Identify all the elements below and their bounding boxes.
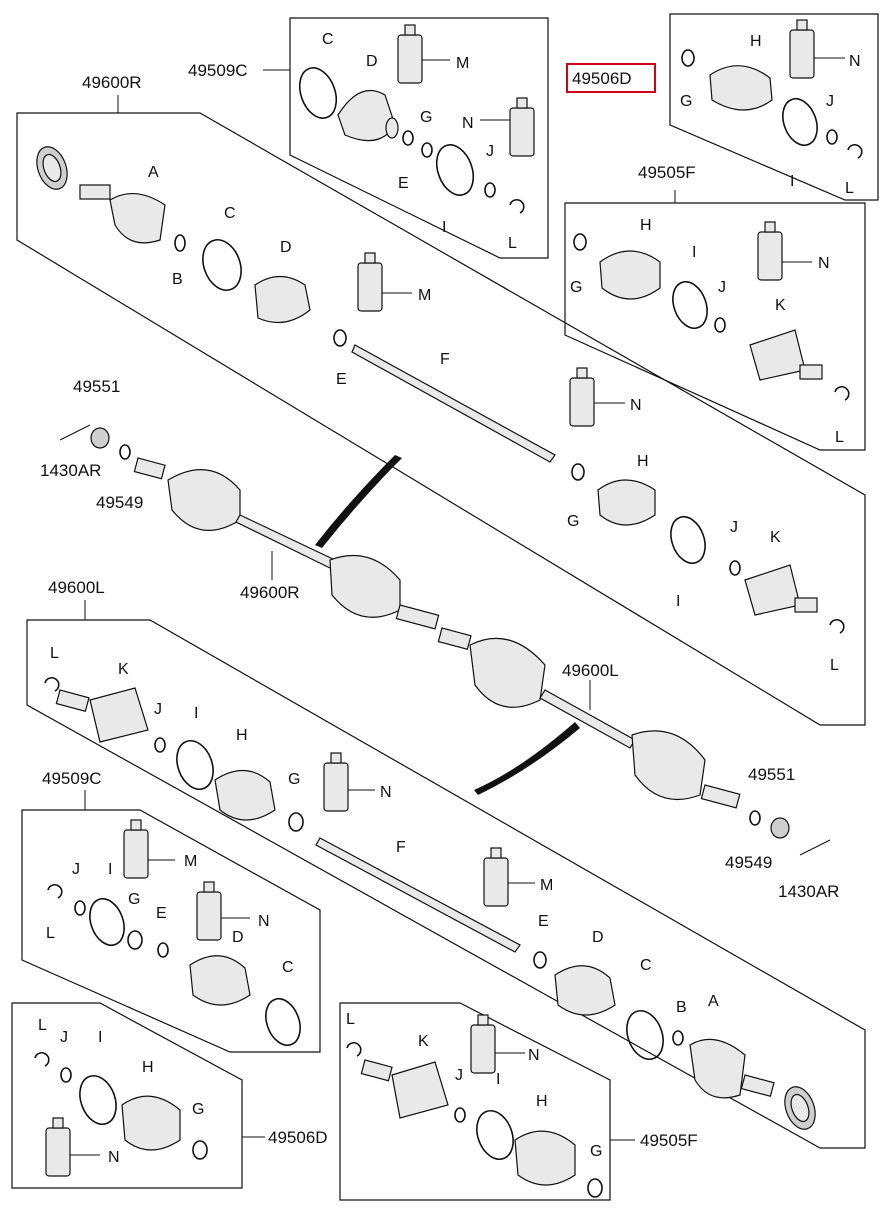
label-F: F [396,839,406,856]
label-49509C-top: 49509C [188,61,248,80]
label-E: E [336,371,347,388]
label-N: N [630,397,642,414]
label-H: H [640,217,652,234]
label-K: K [118,661,129,678]
label-N: N [818,255,830,272]
box-49600R [16,112,866,726]
label-J: J [154,701,162,718]
label-M: M [184,853,197,870]
label-M: M [456,55,469,72]
label-N: N [528,1047,540,1064]
label-J: J [60,1029,68,1046]
label-G: G [192,1101,204,1118]
label-49600R-top: 49600R [82,73,142,92]
label-L: L [830,657,839,674]
label-F: F [440,351,450,368]
label-B: B [676,999,687,1016]
box-49506D-bot [11,1002,243,1189]
label-K: K [775,297,786,314]
label-G: G [680,93,692,110]
label-J: J [718,279,726,296]
label-I: I [108,861,112,878]
label-I: I [676,593,680,610]
label-J: J [72,861,80,878]
label-E: E [398,175,409,192]
label-M: M [418,287,431,304]
box-49506D-top [669,13,879,201]
label-G: G [420,109,432,126]
label-C: C [322,31,334,48]
label-H: H [236,727,248,744]
label-49509C-bot: 49509C [42,769,102,788]
label-E: E [538,913,549,930]
label-L: L [835,429,844,446]
label-49506D-top: 49506D [572,69,632,88]
label-J: J [455,1067,463,1084]
label-B: B [172,271,183,288]
label-49551-top: 49551 [73,377,120,396]
label-I: I [194,705,198,722]
label-D: D [592,929,604,946]
box-49509C-top [289,17,549,259]
label-49506D-bot: 49506D [268,1128,328,1147]
label-A: A [148,164,159,181]
label-G: G [590,1143,602,1160]
label-A: A [708,993,719,1010]
label-D: D [232,929,244,946]
label-K: K [418,1033,429,1050]
label-I: I [790,173,794,190]
label-J: J [730,519,738,536]
box-49600L [26,619,866,1149]
label-N: N [380,784,392,801]
label-C: C [282,959,294,976]
label-I: I [496,1071,500,1088]
label-N: N [108,1149,120,1166]
label-49505F-bot: 49505F [640,1131,698,1150]
label-49600L-box: 49600L [48,578,105,597]
label-I: I [442,219,446,236]
label-G: G [128,891,140,908]
label-I: I [692,244,696,261]
label-J: J [826,93,834,110]
label-1430AR-bot: 1430AR [778,882,839,901]
label-M: M [540,877,553,894]
label-L: L [50,645,59,662]
label-49505F-top: 49505F [638,163,696,182]
label-N: N [258,913,270,930]
label-N: N [849,53,861,70]
label-H: H [142,1059,154,1076]
label-49600L-mid: 49600L [562,661,619,680]
label-L: L [38,1017,47,1034]
label-L: L [46,925,55,942]
highlight-49506D [566,63,656,93]
box-49509C-bot [21,809,321,1053]
label-I: I [98,1029,102,1046]
label-L: L [845,180,854,197]
label-G: G [288,771,300,788]
label-49549-top: 49549 [96,493,143,512]
label-N: N [462,115,474,132]
label-C: C [224,205,236,222]
label-J: J [486,143,494,160]
label-G: G [567,513,579,530]
label-K: K [770,529,781,546]
label-49551-bot: 49551 [748,765,795,784]
label-H: H [750,33,762,50]
label-H: H [536,1093,548,1110]
label-49600R-mid: 49600R [240,583,300,602]
box-49505F-top [564,202,866,451]
label-49549-bot: 49549 [725,853,772,872]
label-L: L [508,235,517,252]
label-C: C [640,957,652,974]
label-1430AR-top: 1430AR [40,461,101,480]
label-E: E [156,905,167,922]
label-D: D [280,239,292,256]
label-H: H [637,453,649,470]
label-D: D [366,53,378,70]
label-L: L [346,1011,355,1028]
label-G: G [570,279,582,296]
